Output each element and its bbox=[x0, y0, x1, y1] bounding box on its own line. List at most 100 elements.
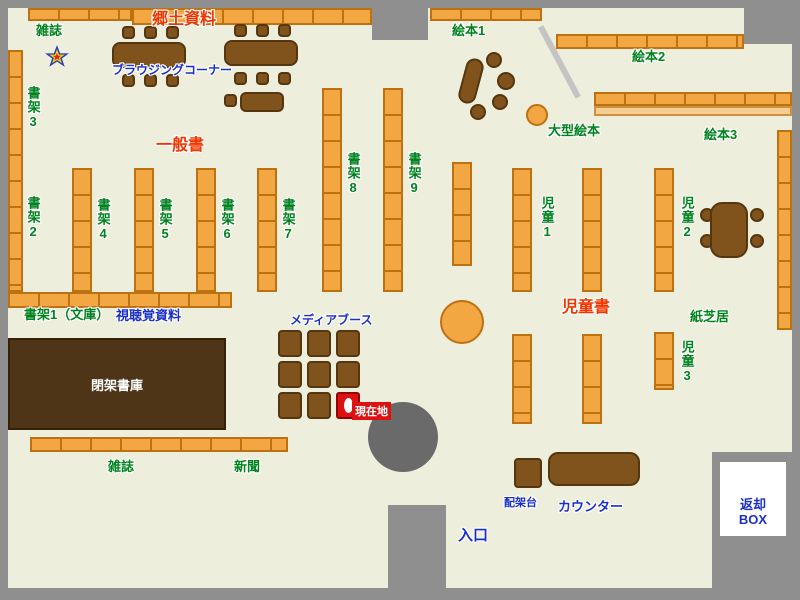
children-books-label: 児童書 bbox=[562, 299, 611, 316]
round-table bbox=[440, 300, 484, 344]
wall-right bbox=[792, 0, 800, 600]
sorting-table-label: 配架台 bbox=[504, 497, 537, 509]
shelf-bunko-av-row bbox=[8, 292, 232, 308]
counter-desk bbox=[548, 452, 640, 486]
closed-stacks-label: 閉架書庫 bbox=[90, 377, 143, 393]
shelf3-wall-label: 書架3 bbox=[25, 86, 41, 130]
shelf4-label: 書架4 bbox=[95, 198, 111, 242]
media-booth-cell bbox=[278, 361, 302, 388]
shelf-9 bbox=[383, 88, 403, 292]
chair bbox=[750, 234, 764, 248]
star-icon bbox=[45, 45, 69, 67]
magazines-bottom-label: 雑誌 bbox=[108, 459, 135, 474]
av-materials-label: 視聴覚資料 bbox=[116, 308, 182, 323]
shelf-children-lower-a bbox=[512, 334, 532, 424]
shelf-6 bbox=[196, 168, 216, 292]
chair bbox=[122, 74, 135, 87]
shelf-7 bbox=[257, 168, 277, 292]
chair bbox=[234, 72, 247, 85]
general-books-label: 一般書 bbox=[156, 137, 205, 154]
local-history-label: 郷土資料 bbox=[152, 11, 217, 28]
shelf7-label: 書架7 bbox=[280, 198, 296, 242]
chair bbox=[750, 208, 764, 222]
media-booth-cell bbox=[336, 361, 360, 388]
chair bbox=[122, 26, 135, 39]
chair bbox=[234, 24, 247, 37]
chair bbox=[144, 74, 157, 87]
return-box-room: 返却 BOX bbox=[720, 462, 786, 536]
picture-book2-label: 絵本2 bbox=[632, 49, 666, 64]
media-booth-cell bbox=[307, 392, 331, 419]
stool bbox=[497, 72, 515, 90]
media-booth-cell bbox=[278, 330, 302, 357]
pillar-top-center bbox=[372, 0, 428, 40]
reading-bench bbox=[456, 56, 486, 106]
chair bbox=[256, 72, 269, 85]
stool bbox=[486, 52, 502, 68]
shelf-children1-right bbox=[582, 168, 602, 292]
media-booth-cell bbox=[307, 330, 331, 357]
shelf8-label: 書架8 bbox=[345, 152, 361, 196]
shelf-5 bbox=[134, 168, 154, 292]
children-table bbox=[710, 202, 748, 258]
chair bbox=[256, 24, 269, 37]
shelf-8 bbox=[322, 88, 342, 292]
counter-label: カウンター bbox=[558, 499, 624, 514]
shelf-children2 bbox=[654, 168, 674, 292]
kamishibai-label: 紙芝居 bbox=[690, 309, 730, 324]
shelf-center-divider bbox=[452, 162, 472, 266]
return-box-label-line1: 返却 bbox=[739, 497, 766, 513]
large-picture-book-stand bbox=[526, 104, 548, 126]
chair bbox=[278, 72, 291, 85]
entrance-vestibule bbox=[388, 505, 446, 600]
shelf-children3 bbox=[654, 332, 674, 390]
picture-book1-label: 絵本1 bbox=[452, 23, 486, 38]
shelf-4 bbox=[72, 168, 92, 292]
current-location-marker-dot bbox=[344, 398, 353, 413]
magazines-top-label: 雑誌 bbox=[36, 23, 63, 38]
current-location-label: 現在地 bbox=[352, 402, 391, 420]
media-booth-cell bbox=[336, 330, 360, 357]
shelf-picture-book1 bbox=[430, 8, 542, 21]
chair bbox=[166, 74, 179, 87]
shelf-local-history bbox=[132, 8, 372, 25]
shelf-children-lower-b bbox=[582, 334, 602, 424]
children3-label: 児童3 bbox=[679, 340, 695, 384]
chair bbox=[166, 26, 179, 39]
shelf1-bunko-label: 書架1（文庫） bbox=[24, 307, 110, 322]
large-picture-books-label: 大型絵本 bbox=[548, 123, 601, 138]
shelf-right-wall bbox=[777, 130, 792, 330]
stool bbox=[470, 104, 486, 120]
shelf-magazines-newspapers bbox=[30, 437, 288, 452]
shelf-children1-left bbox=[512, 168, 532, 292]
shelf-picture-book3 bbox=[594, 92, 792, 106]
browsing-table-2 bbox=[224, 40, 298, 66]
shelf6-label: 書架6 bbox=[219, 198, 235, 242]
media-booth-cell bbox=[278, 392, 302, 419]
chair bbox=[144, 26, 157, 39]
shelf-picture-book3-front bbox=[594, 106, 792, 116]
shelf-magazines-top bbox=[28, 8, 132, 21]
browsing-table-1 bbox=[112, 42, 186, 68]
stool bbox=[492, 94, 508, 110]
shelf-left-wall bbox=[8, 50, 23, 292]
corner-block-top-right bbox=[744, 0, 792, 44]
entrance-label: 入口 bbox=[458, 527, 489, 544]
shelf-picture-book2 bbox=[556, 34, 744, 49]
return-box-label-line2: BOX bbox=[738, 512, 768, 528]
chair bbox=[224, 94, 237, 107]
newspapers-label: 新聞 bbox=[234, 459, 261, 474]
closed-stacks-room: 閉架書庫 bbox=[8, 338, 226, 430]
shelf9-label: 書架9 bbox=[406, 152, 422, 196]
picture-book3-label: 絵本3 bbox=[704, 127, 738, 142]
chair bbox=[278, 24, 291, 37]
media-booth-label: メディアブース bbox=[290, 313, 373, 327]
browsing-corner-label: ブラウジングコーナー bbox=[112, 63, 233, 77]
shelf5-label: 書架5 bbox=[157, 198, 173, 242]
children2-label: 児童2 bbox=[679, 196, 695, 240]
children1-label: 児童1 bbox=[539, 196, 555, 240]
wall-left bbox=[0, 0, 8, 600]
browsing-table-3 bbox=[240, 92, 284, 112]
shelf2-wall-label: 書架2 bbox=[25, 196, 41, 240]
